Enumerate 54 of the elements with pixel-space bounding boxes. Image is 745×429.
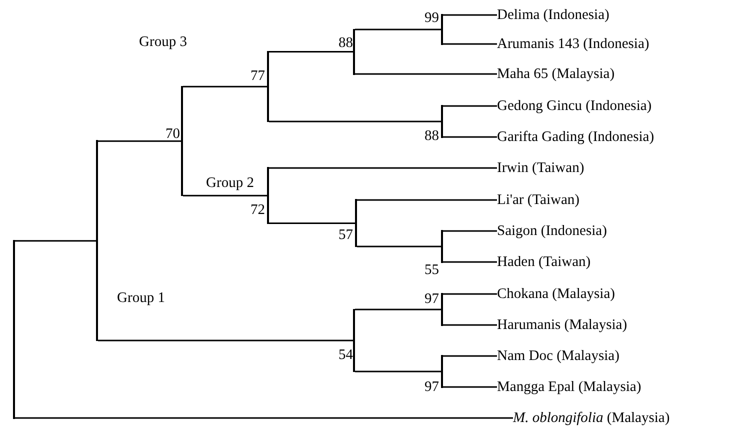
tree-branch	[443, 355, 497, 357]
edge-label: Group 2	[206, 175, 254, 191]
tree-branch	[269, 120, 441, 122]
tree-branch	[98, 140, 181, 142]
taxon-label: Irwin (Taiwan)	[497, 159, 584, 177]
tree-branch	[443, 386, 497, 388]
bootstrap-value: 55	[424, 262, 439, 278]
tree-branch	[443, 14, 497, 16]
bootstrap-value: 97	[424, 379, 439, 395]
group-label: Group 3	[139, 34, 187, 50]
tree-branch	[183, 194, 267, 196]
tree-branch	[98, 340, 353, 342]
bootstrap-value: 72	[250, 202, 265, 218]
tree-branch	[443, 43, 497, 45]
taxon-label: Haden (Taiwan)	[497, 253, 591, 271]
tree-branch	[443, 293, 497, 295]
tree-branch	[183, 86, 267, 88]
tree-branch	[15, 417, 513, 419]
tree-branch	[443, 105, 497, 107]
tree-branch	[15, 240, 96, 242]
tree-branch	[355, 73, 497, 75]
taxon-label: Harumanis (Malaysia)	[497, 316, 628, 334]
tree-branch	[443, 136, 497, 138]
taxon-label: Nam Doc (Malaysia)	[497, 347, 620, 365]
bootstrap-value: 77	[250, 68, 265, 84]
tree-branch	[355, 28, 441, 30]
tree-branch	[269, 222, 355, 224]
taxon-label: M. oblongifolia (Malaysia)	[513, 409, 670, 427]
taxon-label: Garifta Gading (Indonesia)	[497, 128, 654, 146]
bootstrap-value: 70	[166, 126, 180, 142]
taxon-label: Maha 65 (Malaysia)	[497, 65, 615, 83]
taxon-label: Delima (Indonesia)	[497, 6, 610, 24]
bootstrap-value: 57	[338, 227, 353, 243]
taxon-label: Mangga Epal (Malaysia)	[497, 378, 642, 396]
tree-branch	[357, 246, 441, 248]
bootstrap-value: 97	[424, 291, 439, 307]
bootstrap-value: 99	[424, 10, 439, 26]
bootstrap-value: 88	[424, 128, 439, 144]
tree-branch	[443, 230, 497, 232]
tree-branch	[269, 167, 497, 169]
tree-branch	[443, 324, 497, 326]
taxon-label: Chokana (Malaysia)	[497, 285, 615, 303]
tree-branch	[443, 261, 497, 263]
tree-branch	[357, 199, 497, 201]
taxon-label: Li'ar (Taiwan)	[497, 191, 580, 209]
edge-label: Group 1	[117, 290, 165, 306]
taxon-label: Saigon (Indonesia)	[497, 222, 607, 240]
taxon-label: Arumanis 143 (Indonesia)	[497, 35, 650, 53]
taxon-label: Gedong Gincu (Indonesia)	[497, 97, 652, 115]
tree-branch	[269, 51, 353, 52]
bootstrap-value: 54	[338, 347, 353, 363]
tree-branch	[355, 370, 441, 372]
tree-branch	[355, 308, 441, 310]
bootstrap-value: 88	[338, 35, 353, 51]
